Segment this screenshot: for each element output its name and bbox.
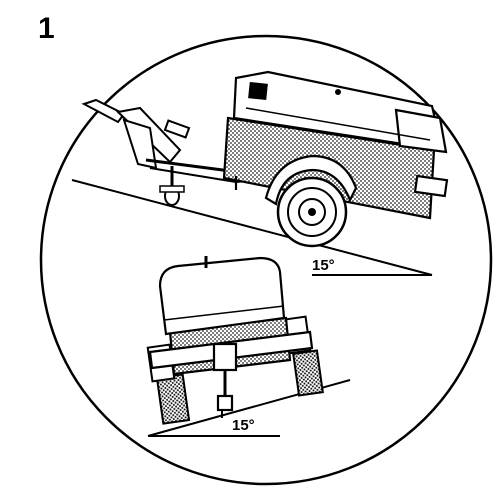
rear-view: 15° (146, 256, 351, 437)
rear-angle-label: 15° (232, 417, 255, 434)
side-slope-line (71, 179, 433, 276)
jockey-wheel (159, 166, 185, 206)
figure-number: 1 (38, 12, 55, 45)
side-angle-label: 15° (312, 257, 335, 274)
compressor-body-rear (148, 256, 314, 418)
frame-circle (39, 34, 493, 486)
mudguard (234, 154, 358, 206)
side-view: 15° (71, 70, 449, 276)
main-wheel (276, 176, 348, 248)
